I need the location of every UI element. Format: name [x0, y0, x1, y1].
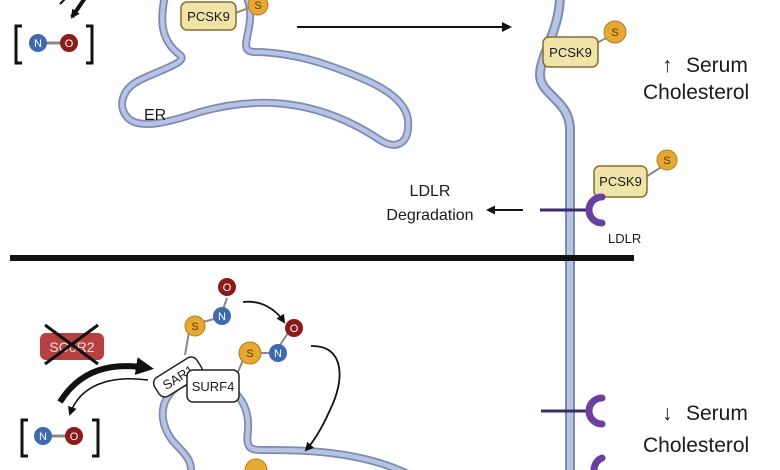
transnitrosylation-arrow [57, 357, 154, 404]
ldlr-receptor [585, 193, 606, 227]
surf4-box [186, 369, 240, 403]
nitrogen-atom [34, 427, 52, 445]
ldlr-label: LDLR [608, 231, 641, 246]
svg-text:N: N [218, 311, 226, 323]
er-label: ER [144, 107, 166, 124]
svg-text:O: O [290, 323, 299, 335]
down-arrow-icon: ↓ [662, 402, 673, 425]
pcsk9-label: PCSK9 [599, 174, 642, 189]
surf4-label: SURF4 [192, 379, 235, 394]
er-membrane-bottom [158, 376, 409, 470]
serum-cholesterol-increase: ↑ Serum Cholesterol [643, 54, 749, 104]
svg-text:O: O [70, 431, 79, 443]
svg-text:N: N [39, 431, 47, 443]
surf4-snitrosylated: S N O SURF4 [186, 319, 303, 403]
return-arrow [68, 378, 149, 416]
pcsk9-label: PCSK9 [549, 45, 592, 60]
sulfur-atom-bottom-er [244, 458, 268, 470]
nitrogen-atom [269, 344, 287, 362]
sulfur-atom [247, 0, 269, 16]
no-molecule-top: N O [14, 0, 94, 65]
serum-label: Serum [686, 402, 748, 425]
ldlr-receptor [590, 454, 606, 470]
svg-text:S: S [191, 321, 198, 333]
up-arrow-icon: ↑ [662, 54, 673, 77]
sulfur-atom [238, 341, 262, 365]
pcsk9-label: PCSK9 [187, 9, 230, 24]
svg-text:N: N [274, 348, 282, 360]
oxygen-atom [65, 427, 83, 445]
scor2-label: SCoR2 [49, 339, 94, 355]
nitrogen-atom [213, 307, 231, 325]
pcsk9-secreted: PCSK9 S [542, 20, 627, 68]
oxygen-atom [60, 34, 78, 52]
scor2-knockout: SCoR2 [40, 323, 104, 366]
sulfur-atom [656, 149, 678, 171]
sulfur-atom [603, 20, 627, 44]
svg-text:O: O [223, 282, 232, 294]
serum-cholesterol-decrease: ↓ Serum Cholesterol [643, 402, 749, 457]
no-transfer-arrow [242, 300, 286, 324]
panel-divider [10, 255, 634, 261]
svg-text:N: N [34, 38, 42, 50]
svg-text:S: S [663, 155, 670, 167]
svg-text:S: S [611, 27, 618, 39]
ldlr-surface-bottom [541, 394, 606, 470]
svg-text:S: S [246, 348, 253, 360]
serum-label: Serum [686, 54, 748, 77]
ldlr-receptor [585, 394, 606, 428]
oxygen-atom [285, 319, 303, 337]
no-to-er-arrow [304, 345, 341, 452]
pcsk9-ldlr-complex: PCSK9 S LDLR [540, 149, 678, 246]
sulfur-atom [184, 315, 206, 337]
sar1-box [152, 356, 204, 398]
plasma-membrane [534, 0, 575, 470]
incoming-arrow [70, 0, 87, 19]
svg-text:O: O [65, 38, 74, 50]
er-membrane-top [118, 0, 413, 149]
nitrogen-atom [29, 34, 47, 52]
ldlr-degradation-line1: LDLR [410, 183, 451, 200]
cholesterol-label: Cholesterol [643, 434, 749, 457]
oxygen-atom [218, 278, 236, 296]
no-molecule-bottom: N O [20, 418, 100, 458]
cholesterol-label: Cholesterol [643, 81, 749, 104]
pcsk9-er: PCSK9 S [180, 0, 269, 31]
svg-text:S: S [254, 0, 261, 12]
ldlr-degradation-line2: Degradation [386, 207, 473, 224]
